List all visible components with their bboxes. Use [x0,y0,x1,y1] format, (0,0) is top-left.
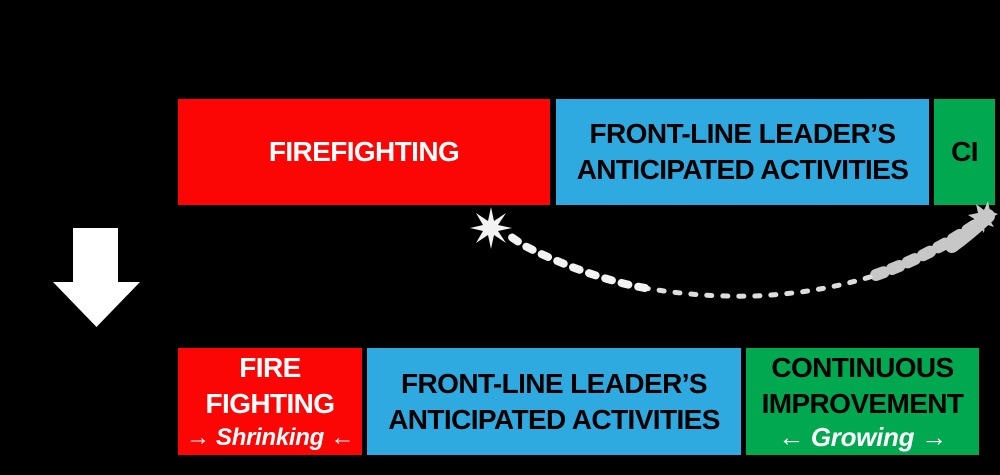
box-anticipated-activities-after: FRONT-LINE LEADER’S ANTICIPATED ACTIVITI… [367,348,741,455]
continuous-improvement-line2: IMPROVEMENT [761,388,964,419]
anticipated-after-line2: ANTICIPATED ACTIVITIES [388,403,720,435]
box-anticipated-activities-before: FRONT-LINE LEADER’S ANTICIPATED ACTIVITI… [556,99,929,205]
firefighting-after-line1: FIRE [239,352,301,383]
box-firefighting-after: FIRE FIGHTING → Shrinking ← [178,348,362,455]
firefighting-after-line2: FIGHTING [205,388,336,419]
anticipated-after-line1: FRONT-LINE LEADER’S [401,367,708,399]
ci-label: CI [951,136,978,167]
shrinking-annotation: → Shrinking ← [185,424,355,451]
firefighting-before-label: FIREFIGHTING [268,136,460,167]
anticipated-before-line1: FRONT-LINE LEADER’S [589,118,897,149]
box-ci-before: CI [934,99,995,205]
box-continuous-improvement-after: CONTINUOUS IMPROVEMENT ← Growing → [746,348,979,455]
growing-annotation: ← Growing → [778,422,947,452]
box-firefighting-before: FIREFIGHTING [178,99,550,205]
continuous-improvement-line1: CONTINUOUS [771,352,954,383]
anticipated-before-line2: ANTICIPATED ACTIVITIES [576,154,909,185]
